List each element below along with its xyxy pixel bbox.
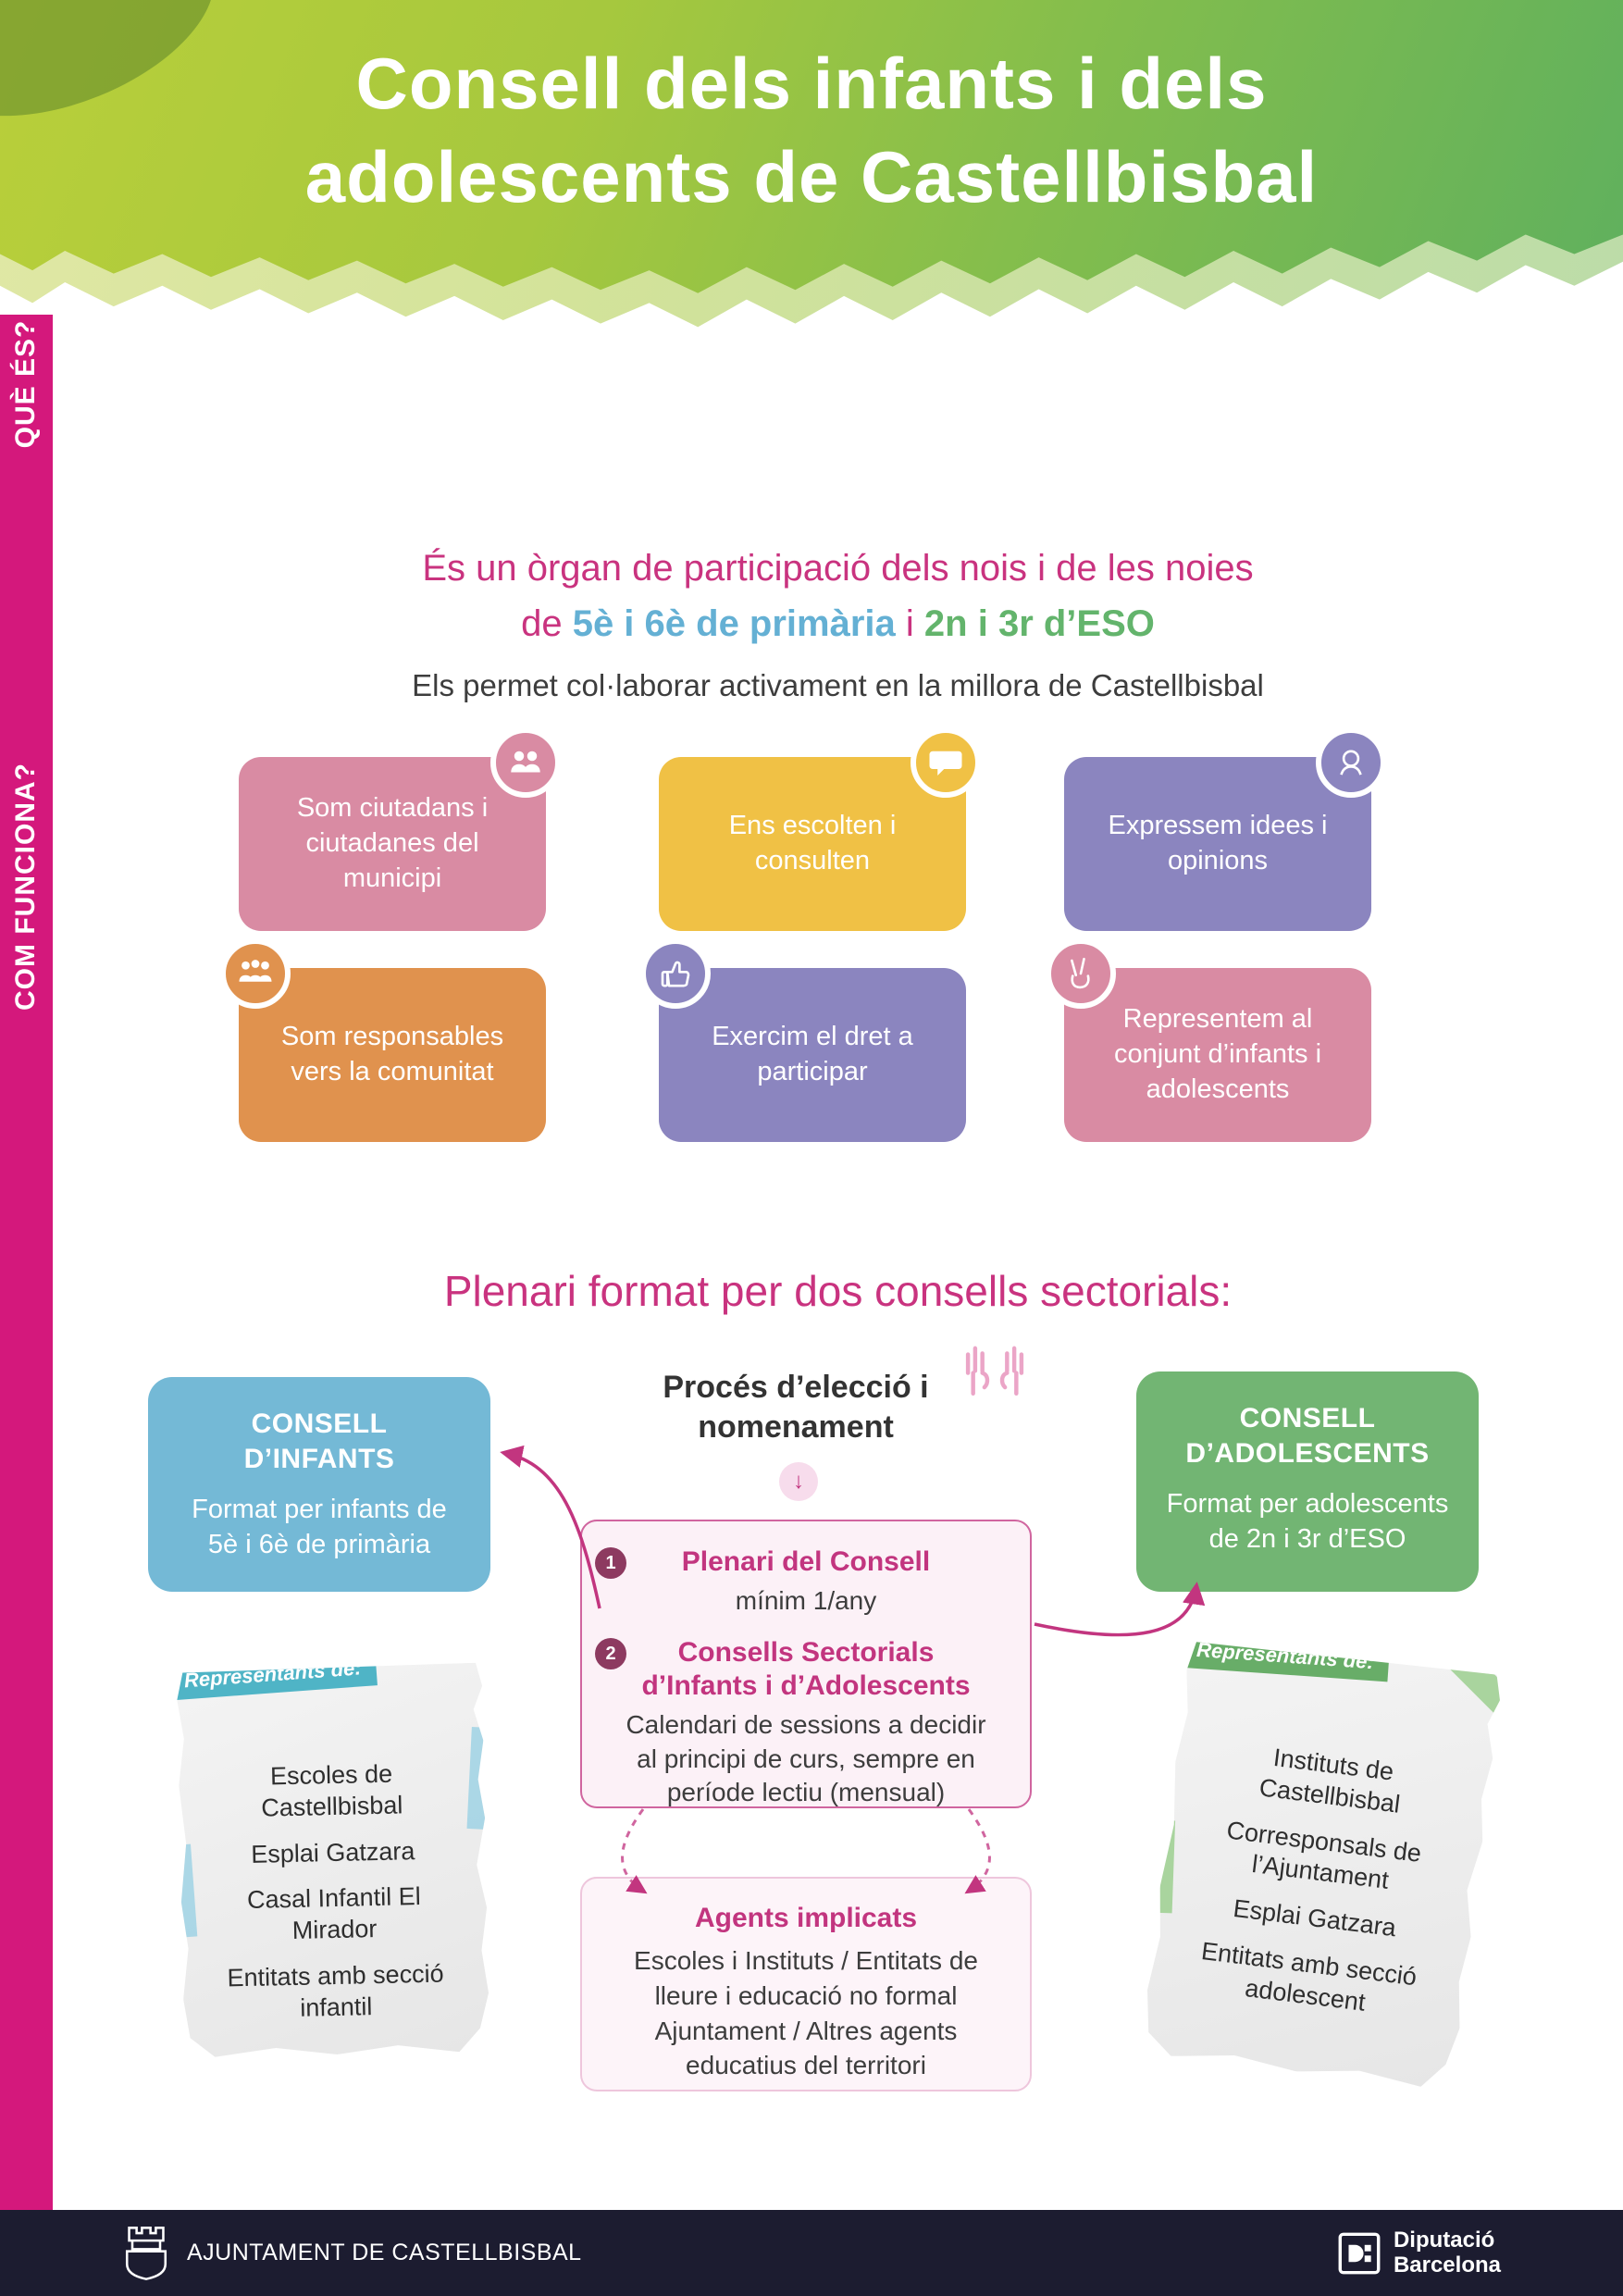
feature-text: Som responsables vers la comunitat xyxy=(280,1022,504,1086)
person-idea-icon xyxy=(1316,727,1386,798)
list-item: Esplai Gatzara xyxy=(250,1836,415,1868)
intro-line2-prefix: de xyxy=(521,603,573,644)
feature-text: Representem al conjunt d’infants i adole… xyxy=(1113,1004,1322,1104)
consell-infants-title: CONSELL D’INFANTS xyxy=(243,1409,395,1474)
diputacio-logo-block: Diputació Barcelona xyxy=(1338,2228,1501,2277)
feature-box-expressem: Expressem idees i opinions xyxy=(1064,727,1386,931)
castle-shield-icon xyxy=(125,2226,167,2280)
list-item: Escoles de Castellbisbal xyxy=(260,1759,403,1822)
sidebar-label-que-es: QUÈ ÉS? xyxy=(10,319,41,449)
step-number-badge: 1 xyxy=(595,1547,626,1579)
feature-box-escolten: Ens escolten i consulten xyxy=(659,727,981,931)
plenari-item-title: Consells Sectorials d’Infants i d’Adoles… xyxy=(641,1637,971,1702)
diputacio-logo-icon xyxy=(1338,2232,1381,2274)
community-icon xyxy=(220,938,291,1009)
feature-box-responsables: Som responsables vers la comunitat xyxy=(220,938,546,1142)
sidebar-label-com-funciona: COM FUNCIONA? xyxy=(10,763,41,1011)
agents-body: Escoles i Instituts / Entitats de lleure… xyxy=(634,1946,978,2080)
intro-line1: És un òrgan de participació dels nois i … xyxy=(422,548,1254,589)
plenari-del-consell-box: 1 Plenari del Consell mínim 1/any 2 Cons… xyxy=(580,1520,1032,1808)
list-item: Corresponsals de l’Ajuntament xyxy=(1225,1815,1423,1895)
representants-label: Representants de: xyxy=(1181,1631,1390,1682)
footer-bar: AJUNTAMENT DE CASTELLBISBAL Diputació Ba… xyxy=(0,2210,1623,2296)
diputacio-label: Diputació Barcelona xyxy=(1394,2228,1501,2277)
note-representants-adolescents: Representants de: Instituts de Castellbi… xyxy=(1140,1637,1504,2091)
plenari-item-1: 1 Plenari del Consell mínim 1/any xyxy=(595,1545,991,1618)
intro-block: És un òrgan de participació dels nois i … xyxy=(53,544,1623,703)
diputacio-line1: Diputació xyxy=(1393,2228,1495,2253)
intro-subtitle: Els permet col·laborar activament en la … xyxy=(412,668,1264,702)
consell-adolescents-body: Format per adolescents de 2n i 3r d’ESO xyxy=(1166,1489,1449,1554)
speech-bubble-icon xyxy=(911,727,981,798)
feature-text: Som ciutadans i ciutadanes del municipi xyxy=(296,793,489,893)
peace-hand-icon xyxy=(1046,938,1116,1009)
consell-adolescents-box: CONSELL D’ADOLESCENTS Format per adolesc… xyxy=(1136,1371,1479,1592)
intro-primaria-highlight: 5è i 6è de primària xyxy=(572,603,896,644)
list-item: Entitats amb secció adolescent xyxy=(1199,1936,1419,2017)
feature-text: Expressem idees i opinions xyxy=(1108,811,1328,875)
header-gradient xyxy=(0,0,1623,293)
feature-box-representem: Representem al conjunt d’infants i adole… xyxy=(1046,938,1371,1142)
feature-box-ciutadans: Som ciutadans i ciutadanes del municipi xyxy=(239,727,561,931)
agents-implicats-box: Agents implicats Escoles i Instituts / E… xyxy=(580,1877,1032,2091)
list-item: Instituts de Castellbisbal xyxy=(1258,1743,1402,1818)
note-item-list: Instituts de Castellbisbal Corresponsals… xyxy=(1146,1716,1493,2044)
note-item-list: Escoles de Castellbisbal Esplai Gatzara … xyxy=(178,1743,489,2042)
feature-text: Exercim el dret a participar xyxy=(712,1022,913,1086)
consell-adolescents-title: CONSELL D’ADOLESCENTS xyxy=(1185,1403,1430,1469)
plenari-item-body: Calendari de sessions a decidir al princ… xyxy=(626,1710,986,1807)
diputacio-line2: Barcelona xyxy=(1393,2252,1501,2277)
page-title-line1: Consell dels infants i dels xyxy=(355,43,1268,124)
intro-line2: de 5è i 6è de primària i 2n i 3r d’ESO xyxy=(53,600,1623,648)
intro-line2-connector: i xyxy=(895,603,924,644)
raised-hands-icon xyxy=(958,1340,1032,1396)
list-item: Casal Infantil El Mirador xyxy=(246,1882,421,1944)
representants-label: Representants de: xyxy=(168,1648,378,1700)
ajuntament-label: AJUNTAMENT DE CASTELLBISBAL xyxy=(187,2240,582,2265)
page-title: Consell dels infants i dels adolescents … xyxy=(0,37,1623,225)
feature-box-exercim: Exercim el dret a participar xyxy=(640,938,966,1142)
agents-title: Agents implicats xyxy=(694,1903,918,1933)
plenari-item-2: 2 Consells Sectorials d’Infants i d’Adol… xyxy=(595,1636,991,1809)
feature-text: Ens escolten i consulten xyxy=(728,811,897,875)
consell-infants-box: CONSELL D’INFANTS Format per infants de … xyxy=(148,1377,490,1592)
ajuntament-logo-block: AJUNTAMENT DE CASTELLBISBAL xyxy=(122,2226,582,2281)
list-item: Entitats amb secció infantil xyxy=(227,1959,444,2022)
tape-decoration xyxy=(1425,1625,1517,1717)
note-representants-infants: Representants de: Escoles de Castellbisb… xyxy=(177,1663,490,2058)
section-heading-plenari: Plenari format per dos consells sectoria… xyxy=(443,1267,1233,1315)
consell-infants-body: Format per infants de 5è i 6è de primàri… xyxy=(192,1495,447,1559)
proces-eleccio-title: Procés d’elecció i nomenament xyxy=(663,1370,929,1445)
arrow-to-consell-adolescents xyxy=(1034,1582,1206,1637)
header-banner: Consell dels infants i dels adolescents … xyxy=(0,0,1623,352)
plenari-item-body: mínim 1/any xyxy=(735,1586,877,1615)
page-title-line2: adolescents de Castellbisbal xyxy=(304,136,1319,218)
down-arrow-icon: ↓ xyxy=(779,1462,818,1501)
sidebar-band xyxy=(0,315,53,2210)
step-number-badge: 2 xyxy=(595,1638,626,1670)
thumbs-up-icon xyxy=(640,938,711,1009)
intro-eso-highlight: 2n i 3r d’ESO xyxy=(923,603,1155,644)
citizens-icon xyxy=(490,727,561,798)
plenari-item-title: Plenari del Consell xyxy=(681,1546,931,1577)
